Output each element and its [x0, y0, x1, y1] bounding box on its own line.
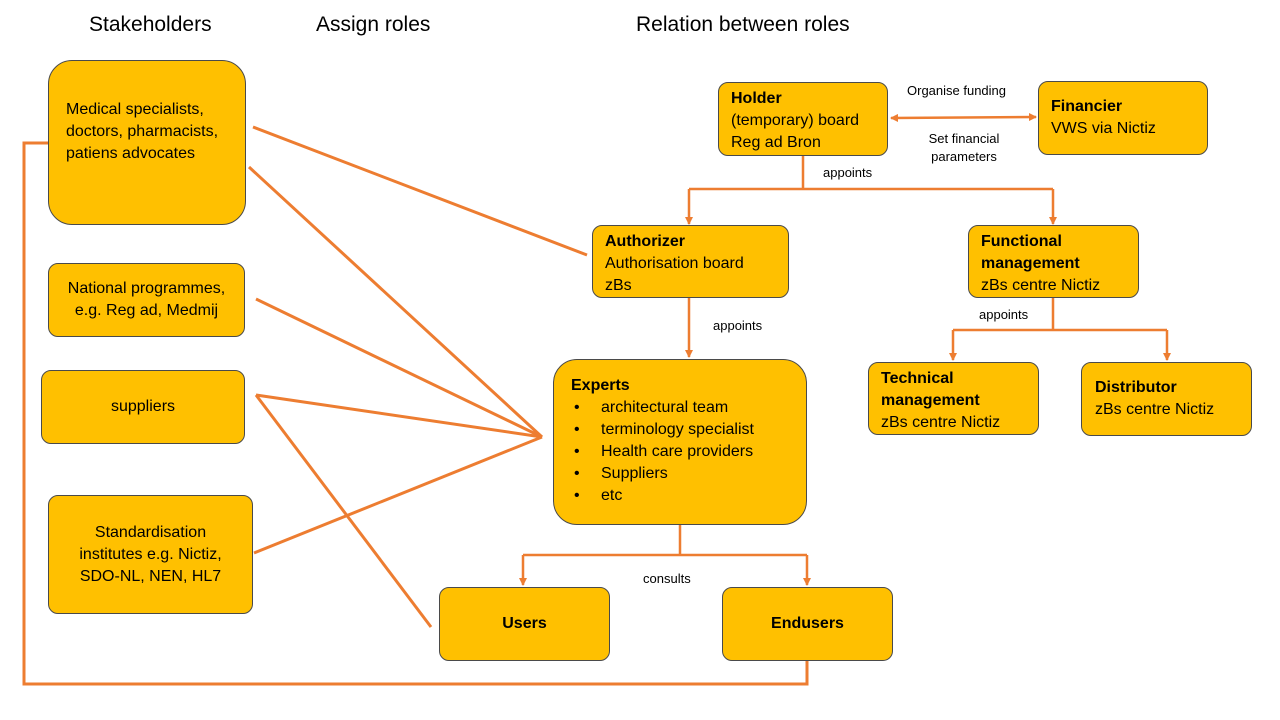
stakeholder-medical-box: Medical specialists, doctors, pharmacist… [48, 60, 246, 225]
technical-management-title: Technical management [881, 370, 980, 409]
link-endusers-feedback [22, 141, 809, 686]
holder-line2: Reg ad Bron [731, 134, 821, 151]
holder-title: Holder [731, 90, 782, 107]
endusers-box: Endusers [722, 587, 893, 661]
stakeholder-national-programmes-text: National programmes, e.g. Reg ad, Medmij [67, 280, 226, 319]
stakeholder-national-programmes-box: National programmes, e.g. Reg ad, Medmij [48, 263, 245, 337]
experts-title: Experts [571, 377, 630, 394]
holder-box: Holder (temporary) board Reg ad Bron [718, 82, 888, 156]
stakeholder-standardisation-text: Standardisation institutes e.g. Nictiz, … [79, 523, 222, 585]
heading-stakeholders: Stakeholders [89, 13, 212, 36]
users-title: Users [502, 615, 547, 632]
experts-list-item: terminology specialist [571, 419, 789, 441]
financier-line1: VWS via Nictiz [1051, 120, 1156, 137]
experts-list-item: etc [571, 485, 789, 507]
experts-list: architectural team terminology specialis… [571, 397, 789, 507]
distributor-line1: zBs centre Nictiz [1095, 401, 1215, 418]
stakeholder-standardisation-box: Standardisation institutes e.g. Nictiz, … [48, 495, 253, 614]
label-organise-funding: Organise funding [907, 83, 1007, 98]
link-standardisation-experts [253, 435, 543, 555]
label-appoints-authorizer: appoints [713, 318, 763, 333]
experts-list-item: Suppliers [571, 463, 789, 485]
link-medical-experts [247, 165, 544, 439]
authorizer-line2: zBs [605, 277, 632, 294]
stakeholder-medical-text: Medical specialists, doctors, pharmacist… [66, 101, 219, 162]
authorizer-title: Authorizer [605, 233, 685, 250]
link-suppliers-users [254, 394, 433, 628]
stakeholder-suppliers-box: suppliers [41, 370, 245, 444]
endusers-title: Endusers [771, 615, 844, 632]
functional-management-line1: zBs centre Nictiz [981, 277, 1101, 294]
distributor-box: Distributor zBs centre Nictiz [1081, 362, 1252, 436]
stakeholder-suppliers-text: suppliers [110, 398, 176, 415]
link-national-experts [255, 297, 543, 439]
link-functional-appoints [953, 298, 1167, 332]
technical-management-line1: zBs centre Nictiz [881, 414, 1001, 431]
authorizer-line1: Authorisation board [605, 255, 744, 272]
functional-management-box: Functional management zBs centre Nictiz [968, 225, 1139, 298]
link-medical-authorizer [252, 125, 588, 257]
link-experts-consults [523, 525, 807, 557]
distributor-title: Distributor [1095, 379, 1177, 396]
experts-list-item: architectural team [571, 397, 789, 419]
label-appoints-functional: appoints [979, 307, 1029, 322]
label-consults: consults [643, 571, 691, 586]
label-appoints-holder: appoints [823, 165, 873, 180]
holder-line1: (temporary) board [731, 112, 860, 129]
technical-management-box: Technical management zBs centre Nictiz [868, 362, 1039, 435]
heading-assign-roles: Assign roles [316, 13, 431, 36]
financier-box: Financier VWS via Nictiz [1038, 81, 1208, 155]
financier-title: Financier [1051, 98, 1123, 115]
heading-relation-between-roles: Relation between roles [636, 13, 850, 36]
link-suppliers-experts [255, 393, 543, 439]
arrow-holder-financier [890, 113, 1037, 122]
link-holder-appoints [689, 156, 1053, 191]
users-box: Users [439, 587, 610, 661]
experts-list-item: Health care providers [571, 441, 789, 463]
authorizer-box: Authorizer Authorisation board zBs [592, 225, 789, 298]
experts-box: Experts architectural team terminology s… [553, 359, 807, 525]
label-set-financial-parameters: Set financial parameters [928, 131, 1000, 164]
functional-management-title: Functional management [981, 233, 1080, 272]
